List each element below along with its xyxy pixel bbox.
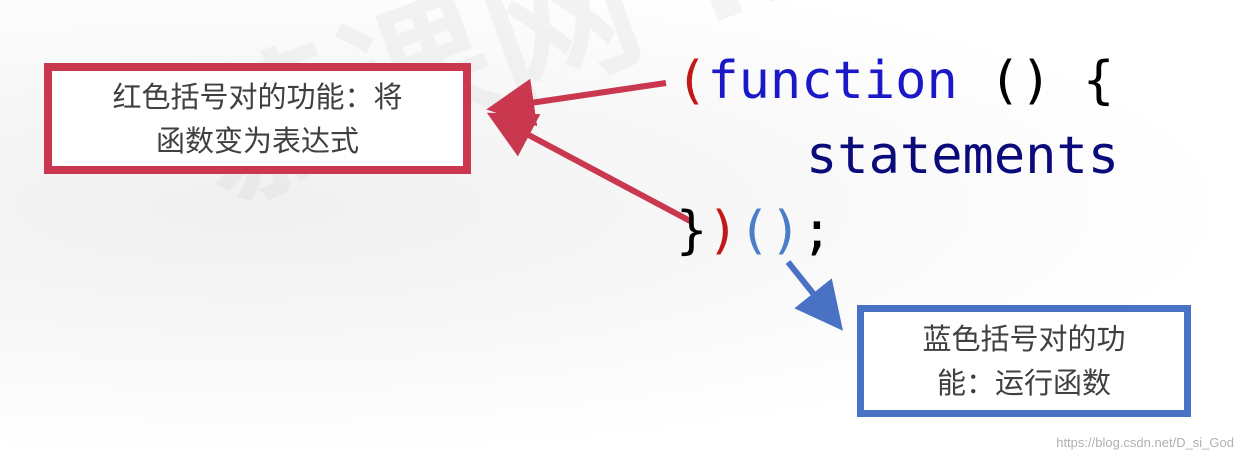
code-line-1: (function () { — [676, 55, 1114, 107]
red-arrow-lower — [486, 112, 694, 225]
blue-callout-box: 蓝色括号对的功 能：运行函数 — [857, 305, 1191, 417]
blue-invoke-parens: () — [738, 201, 802, 261]
code-line-2: statements — [806, 130, 1119, 182]
red-close-paren: ) — [707, 201, 739, 261]
red-callout-text: 红色括号对的功能：将 函数变为表达式 — [112, 75, 402, 163]
red-arrow-upper — [486, 78, 667, 127]
semicolon: ; — [801, 201, 833, 261]
function-body: statements — [806, 126, 1120, 186]
function-keyword: function — [707, 51, 958, 111]
source-credit: https://blog.csdn.net/D_si_God — [1056, 435, 1234, 450]
blue-callout-line1: 蓝色括号对的功 — [922, 322, 1126, 356]
close-brace: } — [676, 201, 708, 261]
blue-callout-line2: 能：运行函数 — [936, 366, 1111, 400]
red-callout-box: 红色括号对的功能：将 函数变为表达式 — [44, 63, 471, 174]
red-callout-line1: 红色括号对的功能：将 — [112, 79, 403, 114]
blue-callout-text: 蓝色括号对的功 能：运行函数 — [922, 317, 1125, 405]
code-line-3: })(); — [676, 205, 833, 257]
function-params: () { — [957, 51, 1115, 111]
blue-arrow — [785, 260, 843, 331]
red-callout-line2: 函数变为表达式 — [155, 123, 359, 158]
red-open-paren: ( — [676, 51, 708, 111]
